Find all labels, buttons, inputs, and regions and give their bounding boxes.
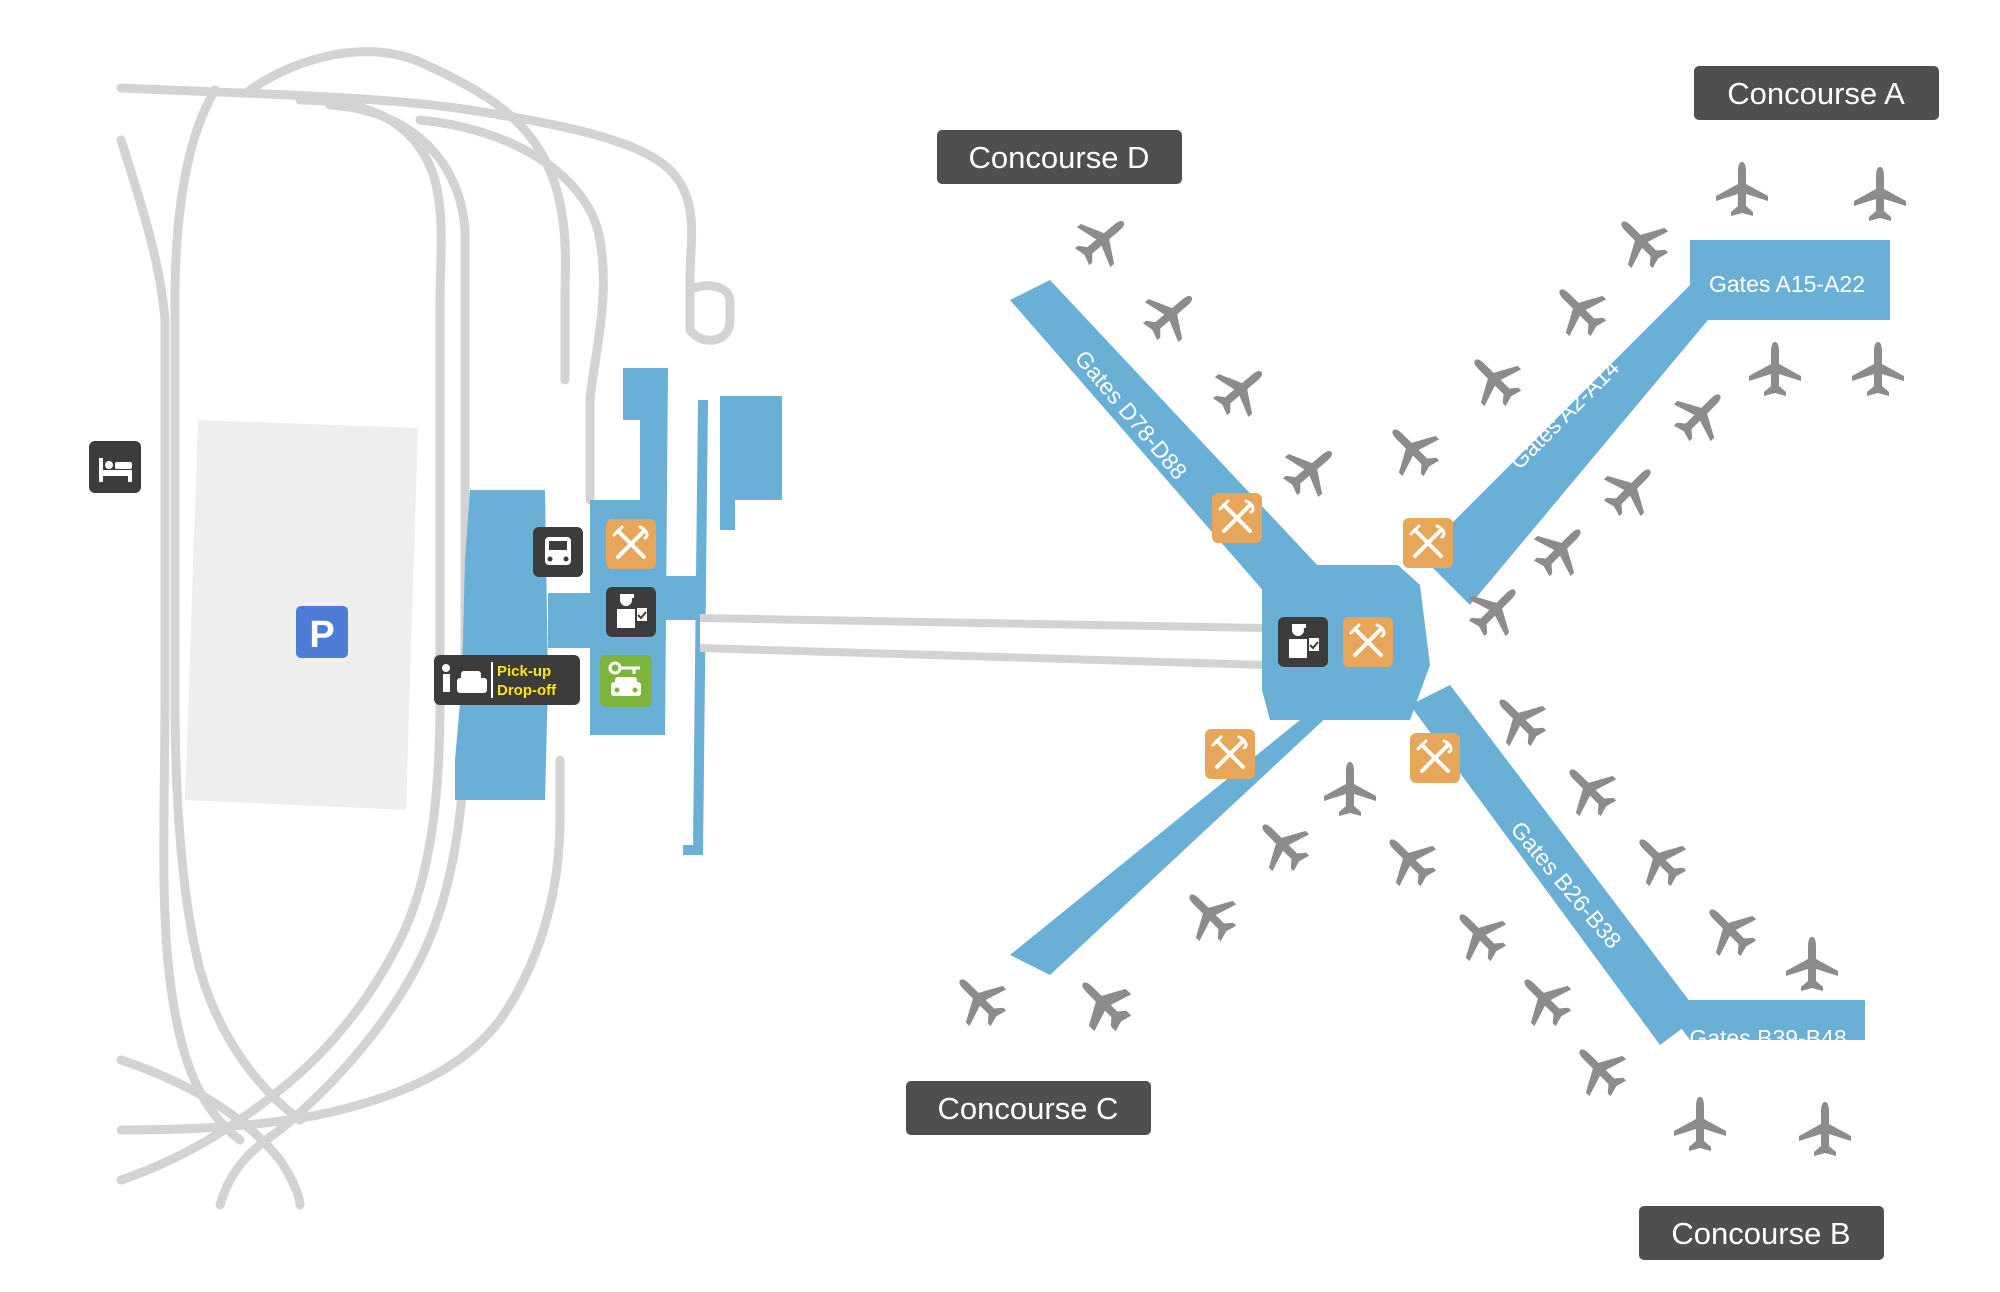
- fork-knife-icon[interactable]: [1341, 615, 1395, 669]
- airplane-icon: [1799, 1102, 1851, 1156]
- concourse-c-label[interactable]: Concourse C: [906, 1081, 1151, 1135]
- gates-b-inner-label: Gates B26-B38: [1506, 816, 1627, 953]
- parking-label: P: [309, 614, 334, 656]
- airplane-icon: [1371, 821, 1447, 897]
- fork-knife-icon[interactable]: [1210, 491, 1264, 545]
- airplane-icon: [1674, 1097, 1726, 1151]
- concourse-c-text: Concourse C: [938, 1091, 1119, 1126]
- bed-icon[interactable]: [89, 441, 141, 493]
- fork-knife-icon[interactable]: [1401, 516, 1455, 570]
- airplane-icon: [1621, 821, 1697, 897]
- fork-knife-icon[interactable]: [604, 517, 658, 571]
- security-officer-icon[interactable]: [1277, 616, 1329, 668]
- airplane-icon: [941, 961, 1017, 1037]
- airplane-icon: [1716, 162, 1768, 216]
- airplane-icon: [1456, 341, 1532, 417]
- concourse-b-label[interactable]: Concourse B: [1639, 1206, 1884, 1260]
- airplane-icon: [1374, 411, 1450, 487]
- airplane-icon: [1854, 167, 1906, 221]
- security-officer-icon[interactable]: [605, 586, 657, 638]
- pickup-dropoff-sign[interactable]: Pick-up Drop-off: [434, 655, 580, 705]
- concourse-d-label[interactable]: Concourse D: [937, 130, 1182, 184]
- gates-b-outer-label: Gates B39-B48: [1689, 1025, 1846, 1051]
- concourse-a-label[interactable]: Concourse A: [1694, 66, 1939, 120]
- airplane-icon: [1541, 271, 1617, 347]
- airplane-icon: [1065, 202, 1141, 277]
- airplane-icon: [1593, 451, 1669, 527]
- airplane-icon: [1749, 342, 1801, 396]
- airplane-icon: [1441, 896, 1517, 972]
- airplane-icon: [1064, 964, 1140, 1040]
- pickup-car-icon: [442, 664, 487, 693]
- concourse-d-text: Concourse D: [969, 140, 1150, 175]
- airplane-icon: [1551, 751, 1627, 827]
- airplane-icon: [1691, 891, 1767, 967]
- airplane-icon: [1663, 376, 1739, 452]
- airplane-icon: [1324, 762, 1376, 816]
- airplane-icon: [1506, 961, 1582, 1037]
- pickup-label: Pick-up: [497, 663, 551, 680]
- car-rental-icon[interactable]: [600, 655, 652, 707]
- airplane-icon: [1203, 352, 1279, 427]
- concourse-a-text: Concourse A: [1727, 76, 1905, 111]
- airplane-icon: [1244, 806, 1320, 882]
- bus-icon[interactable]: [533, 527, 583, 577]
- dropoff-label: Drop-off: [497, 682, 557, 699]
- airplane-icon: [1561, 1031, 1637, 1107]
- fork-knife-icon[interactable]: [1203, 727, 1257, 781]
- gates-a-outer-label: Gates A15-A22: [1709, 271, 1865, 297]
- airplane-icon: [1786, 937, 1838, 991]
- roads: [116, 47, 735, 1210]
- fork-knife-icon[interactable]: [1408, 731, 1462, 785]
- airplane-icon: [1133, 277, 1209, 352]
- airplane-icon: [1852, 342, 1904, 396]
- airplane-icon: [1273, 432, 1349, 507]
- parking-icon[interactable]: P: [296, 606, 348, 658]
- terminal-connector: [699, 614, 1270, 669]
- airplane-icon: [1603, 203, 1679, 279]
- concourse-b-text: Concourse B: [1671, 1216, 1850, 1251]
- airplane-icon: [1171, 876, 1247, 952]
